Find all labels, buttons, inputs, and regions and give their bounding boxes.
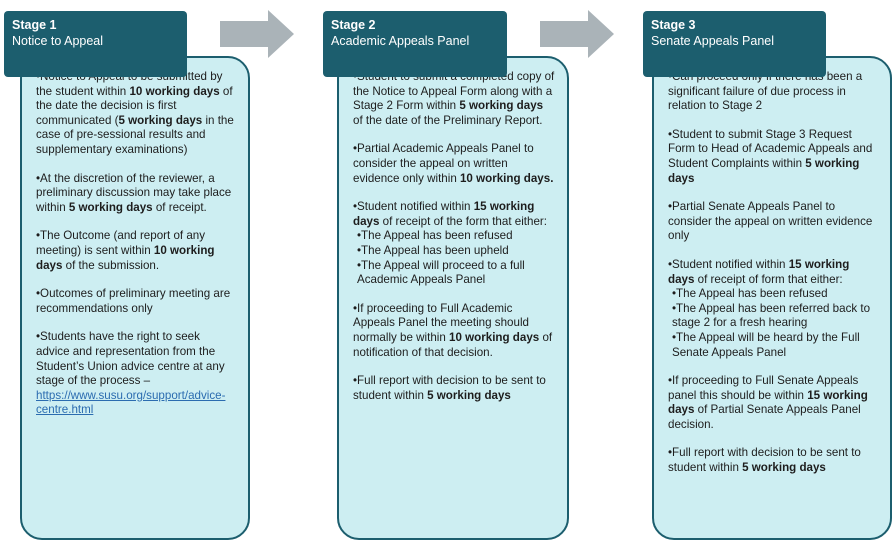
arrow-stage1-to-stage2 bbox=[220, 10, 294, 58]
stage-1-items: •Notice to Appeal to be submitted by the… bbox=[36, 70, 236, 418]
stage-2-item-5: •Full report with decision to be sent to… bbox=[353, 374, 555, 403]
stage-1-title: Stage 1 bbox=[12, 18, 57, 32]
stage-2-subitem-3: •The Appeal will proceed to a full Acade… bbox=[357, 258, 525, 287]
stage-2-header: Stage 2 Academic Appeals Panel bbox=[323, 11, 507, 77]
stage-3-item-text: •Student to submit Stage 3 Request Form … bbox=[668, 127, 873, 185]
stage-1-panel: •Notice to Appeal to be submitted by the… bbox=[20, 56, 250, 540]
stage-2-title: Stage 2 bbox=[331, 18, 376, 32]
stage-3-subitem-1: •The Appeal has been refused bbox=[672, 287, 828, 301]
stage-2-subitem-2: •The Appeal has been upheld bbox=[357, 243, 509, 257]
stage-2-panel: •Student to submit a completed copy of t… bbox=[337, 56, 569, 540]
stage-2-item-text: •Full report with decision to be sent to… bbox=[353, 374, 546, 402]
stage-2-item-text: •Student notified within 15 working days… bbox=[353, 200, 547, 228]
arrow-stage2-to-stage3 bbox=[540, 10, 614, 58]
stage-1-item-text: •The Outcome (and report of any meeting)… bbox=[36, 229, 215, 272]
stage-1-subtitle: Notice to Appeal bbox=[12, 34, 104, 48]
stage-1-item-3: •The Outcome (and report of any meeting)… bbox=[36, 229, 236, 273]
stage-3-item-text: •Student notified within 15 working days… bbox=[668, 257, 850, 286]
stage-2-item-1: •Student to submit a completed copy of t… bbox=[353, 70, 555, 128]
stage-1-item-text: •At the discretion of the reviewer, a pr… bbox=[36, 171, 232, 214]
stage-2-items: •Student to submit a completed copy of t… bbox=[353, 70, 555, 403]
stage-3-header: Stage 3 Senate Appeals Panel bbox=[643, 11, 826, 77]
stage-3-item-3: •Partial Senate Appeals Panel to conside… bbox=[668, 200, 878, 244]
stage-3-item-2: •Student to submit Stage 3 Request Form … bbox=[668, 128, 878, 186]
stage-2-item-2: •Partial Academic Appeals Panel to consi… bbox=[353, 142, 555, 186]
stage-3-subitem-2: •The Appeal has been referred back to st… bbox=[672, 301, 871, 330]
stage-1-item-2: •At the discretion of the reviewer, a pr… bbox=[36, 172, 236, 216]
stage-3-subitem-3: •The Appeal will be heard by the Full Se… bbox=[672, 330, 860, 359]
advice-centre-link[interactable]: https://www.susu.org/support/advice-cent… bbox=[36, 388, 226, 417]
stage-3-item-4: •Student notified within 15 working days… bbox=[668, 258, 878, 360]
stage-3-item-text: •Partial Senate Appeals Panel to conside… bbox=[668, 200, 873, 243]
stage-2-item-text: •If proceeding to Full Academic Appeals … bbox=[353, 301, 553, 359]
stage-2-item-text: •Partial Academic Appeals Panel to consi… bbox=[353, 142, 554, 185]
stage-3-title: Stage 3 bbox=[651, 18, 696, 32]
stage-1-item-text: •Students have the right to seek advice … bbox=[36, 330, 226, 417]
stage-2-subtitle: Academic Appeals Panel bbox=[331, 34, 470, 48]
stage-2-item-3: •Student notified within 15 working days… bbox=[353, 200, 555, 288]
stage-2-item-4: •If proceeding to Full Academic Appeals … bbox=[353, 302, 555, 360]
stage-1-item-5: •Students have the right to seek advice … bbox=[36, 330, 236, 418]
stage-2-subitem-1: •The Appeal has been refused bbox=[357, 229, 513, 243]
stage-1-item-text: •Outcomes of preliminary meeting are rec… bbox=[36, 287, 231, 315]
stage-3-item-5: •If proceeding to Full Senate Appeals pa… bbox=[668, 374, 878, 432]
stage-3-item-text: •Full report with decision to be sent to… bbox=[668, 446, 861, 475]
stage-1-item-text: •Notice to Appeal to be submitted by the… bbox=[36, 70, 234, 156]
stage-1-header: Stage 1 Notice to Appeal bbox=[4, 11, 187, 77]
stage-1-item-4: •Outcomes of preliminary meeting are rec… bbox=[36, 287, 236, 316]
stage-3-subtitle: Senate Appeals Panel bbox=[651, 34, 775, 48]
stage-3-item-text: •If proceeding to Full Senate Appeals pa… bbox=[668, 374, 868, 431]
stage-1-item-1: •Notice to Appeal to be submitted by the… bbox=[36, 70, 236, 158]
stage-3-item-6: •Full report with decision to be sent to… bbox=[668, 446, 878, 475]
stage-2-item-text: •Student to submit a completed copy of t… bbox=[353, 70, 555, 127]
